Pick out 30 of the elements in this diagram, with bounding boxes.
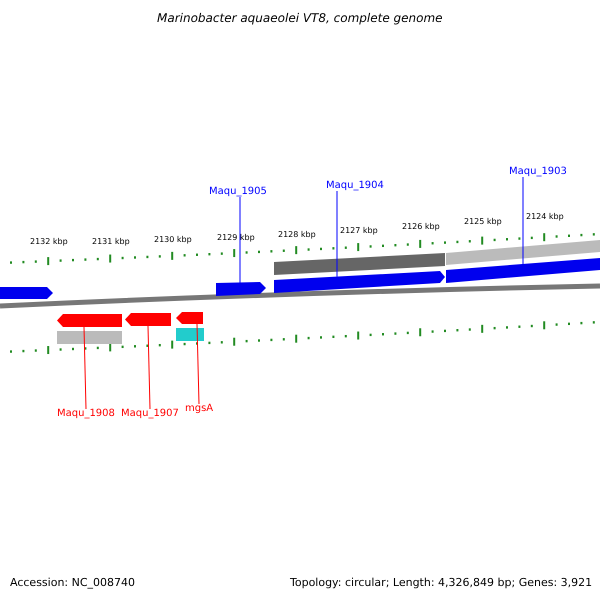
gene-label: Maqu_1908 xyxy=(57,409,115,419)
scale-label: 2131 kbp xyxy=(92,238,130,246)
footer-text: Topology: circular; Length: 4,326,849 bp; Genes: 3,921 xyxy=(290,576,592,588)
gene-feature xyxy=(0,287,53,299)
scale-label: 2132 kbp xyxy=(30,238,68,246)
gene-label: mgsA xyxy=(185,404,214,414)
diagram-title: Marinobacter aquaeolei VT8, complete genome xyxy=(157,12,443,24)
footer-text: Accession: NC_008740 xyxy=(10,576,136,588)
leader-line xyxy=(148,326,150,410)
gene-feature xyxy=(176,312,203,324)
leader-line xyxy=(84,326,86,410)
leader-line xyxy=(336,190,338,278)
scale-label: 2125 kbp xyxy=(464,218,502,226)
scale-label: 2124 kbp xyxy=(526,213,564,221)
gene-feature xyxy=(216,282,266,296)
leader-line xyxy=(196,324,200,404)
scale-label: 2129 kbp xyxy=(217,234,255,242)
scale-label: 2130 kbp xyxy=(154,236,192,244)
scale-label: 2128 kbp xyxy=(278,231,316,239)
gene-feature xyxy=(125,313,171,326)
leader-line xyxy=(522,176,524,264)
scale-label: 2127 kbp xyxy=(340,227,378,235)
scale-label: 2126 kbp xyxy=(402,223,440,231)
gene-label: Maqu_1903 xyxy=(509,167,567,177)
gene-label: Maqu_1907 xyxy=(121,409,179,419)
gene-feature xyxy=(274,271,445,293)
gene-feature xyxy=(57,314,122,327)
gene-feature xyxy=(446,258,600,283)
gene-label: Maqu_1905 xyxy=(209,187,267,197)
gene-label: Maqu_1904 xyxy=(326,181,384,191)
